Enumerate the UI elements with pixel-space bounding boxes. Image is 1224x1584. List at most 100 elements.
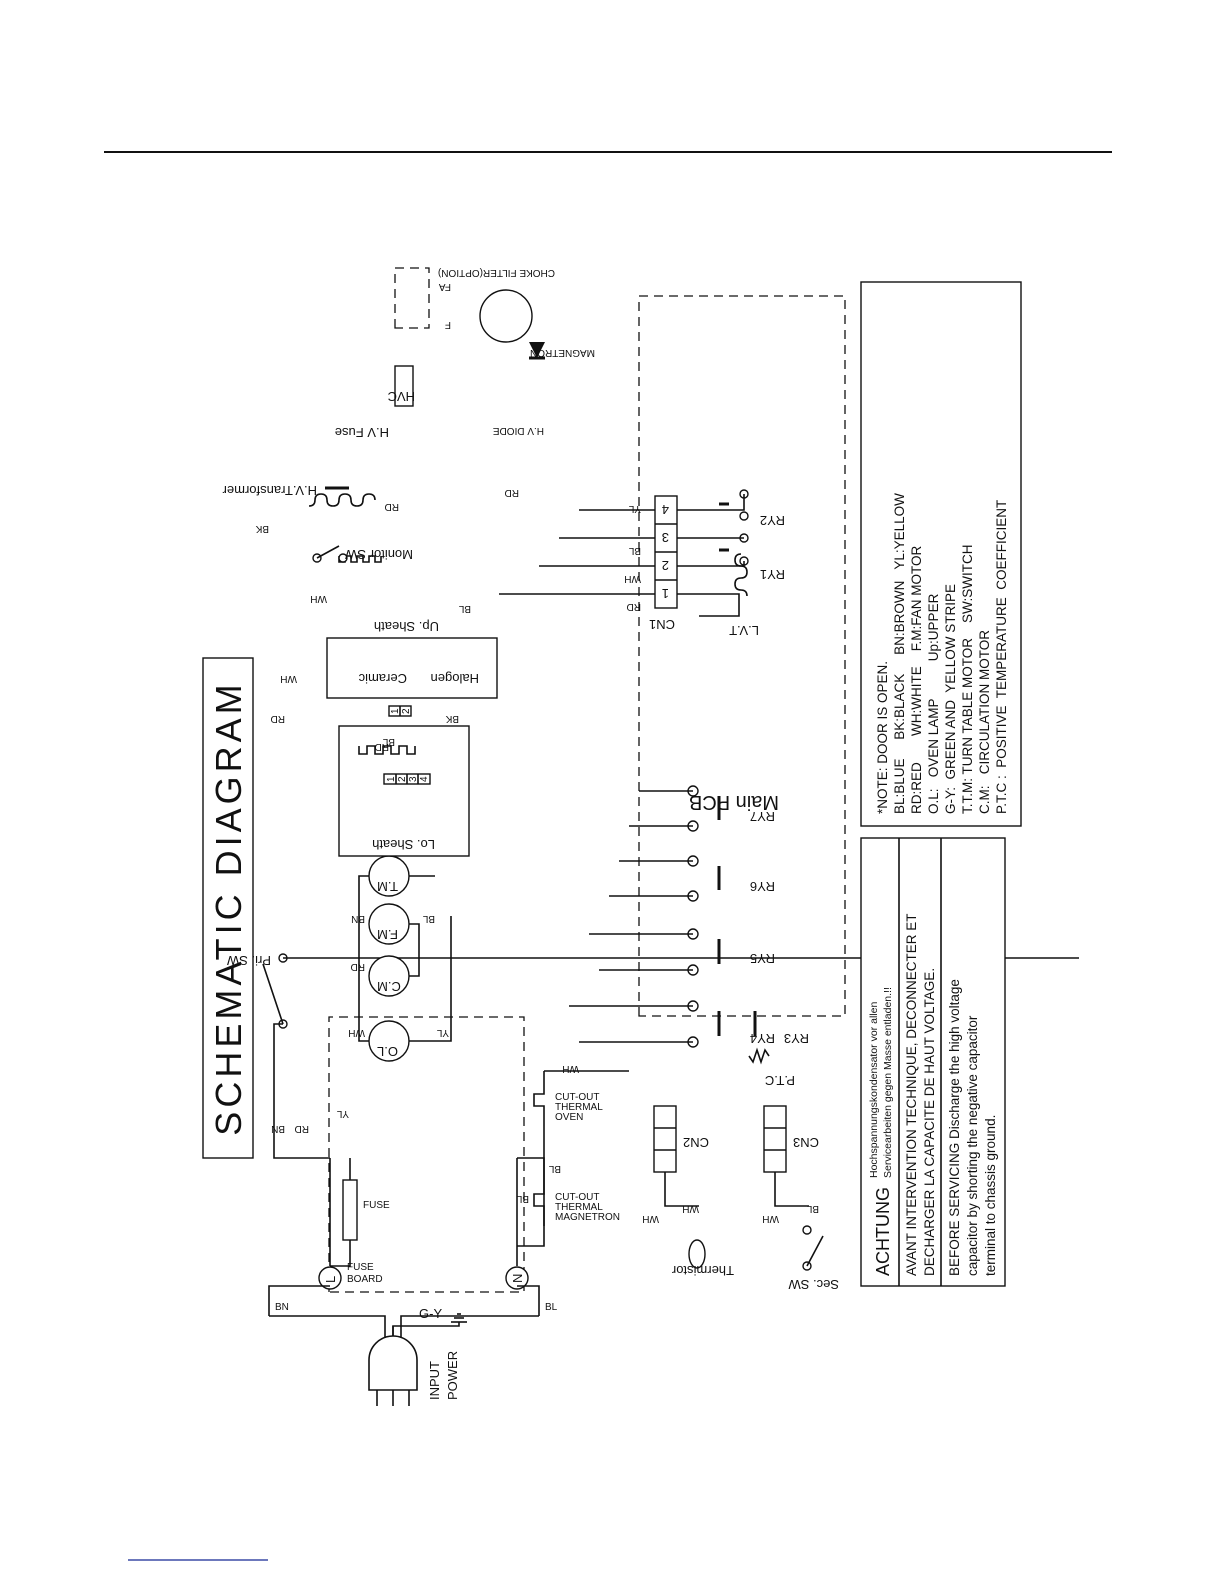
warning-english-3: terminal to chassis ground.	[983, 1115, 998, 1276]
input-power-line1: INPUT	[427, 1361, 442, 1400]
diagram-title: SCHEMATIC DIAGRAM	[208, 680, 249, 1135]
cn2-label: CN2	[683, 1135, 709, 1150]
warning-achtung-text-1: Hochspannungskondensator vor allen	[868, 1002, 880, 1178]
lvt-label: L.V.T	[729, 623, 759, 638]
magnetron-thermal-cutout	[533, 1176, 545, 1226]
hv-diode-label: H.V DIODE	[493, 425, 544, 436]
cn1-pin4: 4	[662, 502, 669, 517]
gy-label: G-Y	[419, 1306, 442, 1321]
oven-cutout-line1: OVEN	[555, 1112, 583, 1123]
halogen-ceramic-box	[326, 637, 498, 699]
warning-french-2: DECHARGER LA CAPACITE DE HAUT VOLTAGE.	[922, 968, 937, 1276]
wire-bl-cn3: BL	[806, 1203, 819, 1214]
legend-line-6: T.T.M: TURN TABLE MOTOR SW:SWITCH	[960, 544, 975, 814]
choke-label: CHOKE FILTER(OPTION)	[438, 267, 555, 278]
wire-bl-up: BL	[458, 603, 471, 614]
cn2-block	[653, 1105, 677, 1173]
oven-lamp: O.L	[368, 1020, 410, 1062]
cn1-pin3: 3	[662, 530, 669, 545]
monitor-sw-label: Monitor SW	[344, 547, 413, 562]
wire-yl-ol: YL	[436, 1027, 449, 1038]
wire-bl-input: BL	[545, 1302, 558, 1313]
wire-yl-left: YL	[336, 1108, 349, 1119]
fm-label: F.M	[377, 927, 398, 942]
rotated-diagram: SCHEMATIC DIAGRAM INPUT POWER G-Y BN BL …	[199, 260, 1199, 1416]
input-power-line2: POWER	[445, 1351, 460, 1400]
hv-diode	[529, 342, 545, 360]
wire-rd-transformer: RD	[385, 501, 399, 512]
fuse-label: FUSE	[363, 1200, 390, 1211]
wire-wh-cn2: WH	[642, 1213, 659, 1224]
fan-motor: F.M	[368, 903, 410, 945]
warning-box	[860, 837, 1006, 1287]
magnetron-label: MAGNETRON	[530, 347, 595, 358]
wire-rd-cm: RD	[351, 961, 365, 972]
wire-wh-cn1: WH	[624, 573, 641, 584]
wire-wh-up: WH	[310, 593, 327, 604]
cn1-pin2: 2	[662, 558, 669, 573]
lo-sheath-label: Lo. Sheath	[372, 837, 435, 852]
relay-ry4	[687, 1000, 721, 1048]
cm-label: C.M	[377, 979, 401, 994]
wire-bk-monitor: BK	[255, 523, 269, 534]
thermistor-label: Thermistor	[671, 1263, 734, 1278]
relay-ry5	[687, 928, 721, 976]
title-box	[202, 657, 254, 1159]
relay-ry6	[687, 855, 721, 902]
thermistor-symbol	[688, 1239, 706, 1269]
circulation-motor: C.M	[368, 955, 410, 997]
legend-line-4: O.L: OVEN LAMP Up:UPPER	[926, 593, 941, 814]
lo-sheath-box	[338, 725, 470, 857]
ol-label: O.L	[377, 1044, 398, 1059]
wire-rd-conn: RD	[375, 741, 389, 752]
wire-yl-cn1: YL	[628, 503, 641, 514]
monitor-switch	[312, 545, 348, 563]
ptc-label: P.T.C	[765, 1073, 795, 1088]
conn-b-pin1: 1	[386, 776, 397, 782]
fuse-board-outline	[328, 1016, 525, 1293]
wire-rd-cn1: RD	[627, 601, 641, 612]
warning-english-2: capacitor by shorting the negative capac…	[965, 1015, 980, 1276]
magnetron-symbol	[479, 289, 533, 343]
warning-english-1: BEFORE SERVICING Discharge the high volt…	[947, 979, 962, 1276]
choke-filter	[394, 267, 430, 329]
main-pcb-outline	[638, 295, 846, 1017]
wire-wh-cn2b: WH	[682, 1203, 699, 1214]
hv-fuse-label: H.V Fuse	[335, 425, 389, 440]
input-plug	[269, 1313, 539, 1406]
conn-a-pin2: 2	[401, 708, 412, 714]
warning-achtung-text-2: Servicearbeiten gegen Masse entladen.!!	[882, 987, 894, 1178]
wire-bn-input: BN	[275, 1302, 289, 1313]
wire-bl-mag: BL	[548, 1163, 561, 1174]
magnetron-cutout-line3: CUT-OUT	[555, 1192, 599, 1203]
wire-rd-main: RD	[271, 713, 285, 724]
terminal-l-label: L	[323, 1276, 338, 1283]
wire-bn-pri: BN	[271, 1123, 285, 1134]
legend-line-7: C.M: CIRCULATION MOTOR	[977, 630, 992, 814]
ptc	[748, 1047, 770, 1065]
ry2-label: RY2	[760, 513, 785, 528]
fa-label: FA	[438, 281, 451, 292]
cn3-label: CN3	[793, 1135, 819, 1150]
wire-bl-fm: BL	[422, 913, 435, 924]
cn1-pin1: 1	[662, 586, 669, 601]
wire-bk-conn: BK	[445, 713, 459, 724]
up-sheath-label: Up. Sheath	[374, 619, 439, 634]
oven-cutout-line2: THERMAL	[555, 1102, 603, 1113]
pri-sw-label: Pri. SW	[226, 953, 271, 968]
pcb-wiring	[499, 494, 809, 1207]
wire-rd-transformer-2: RD	[505, 487, 519, 498]
lo-sheath-element	[358, 745, 416, 755]
legend-line-1: *NOTE: DOOR IS OPEN.	[875, 661, 890, 814]
legend-line-5: G-Y: GREEN AND YELLOW STRIPE	[943, 584, 958, 814]
magnetron-cutout-line1: MAGNETRON	[555, 1212, 620, 1223]
ry5-label: RY5	[750, 951, 775, 966]
tm-label: T.M	[377, 879, 398, 894]
ry1-label: RY1	[760, 567, 785, 582]
oven-thermal-cutout	[533, 1071, 545, 1126]
halogen-label: Halogen	[431, 671, 479, 686]
hvc-label: HVC	[388, 389, 415, 404]
legend-line-3: RD:RED WH:WHITE F.M:FAN MOTOR	[909, 546, 924, 814]
conn-b-pin4: 4	[419, 776, 430, 782]
